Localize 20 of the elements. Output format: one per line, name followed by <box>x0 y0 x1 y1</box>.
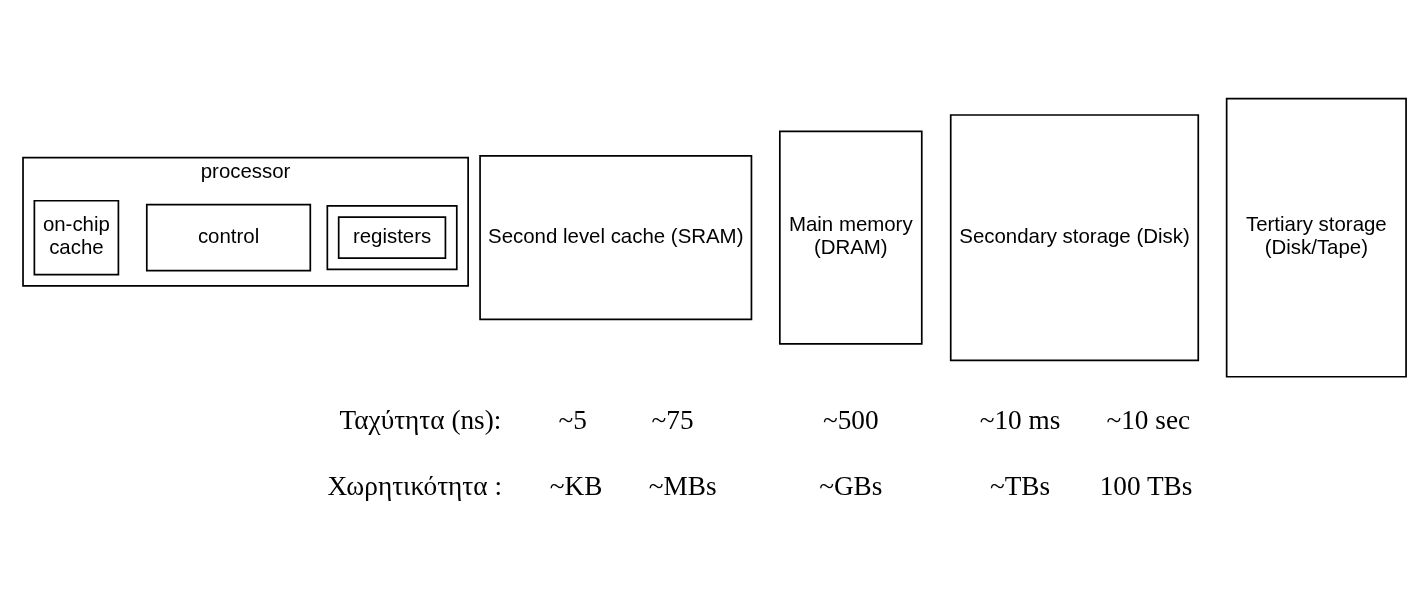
node-box: Secondary storage (Disk) <box>949 113 1200 361</box>
label: ~MBs <box>648 470 717 501</box>
cluster <box>326 204 458 270</box>
label: ~5 <box>558 404 587 435</box>
node-box: Second level cache (SRAM) <box>479 154 753 320</box>
label: ~GBs <box>819 470 883 501</box>
node-box: registers <box>337 215 447 259</box>
node-box: control <box>145 203 312 271</box>
label: Ταχύτητα (ns): <box>339 404 502 435</box>
label: ~10 ms <box>979 404 1061 435</box>
node-box: Tertiary storage (Disk/Tape) <box>1225 97 1407 378</box>
label: ~10 sec <box>1106 404 1191 435</box>
label: Χωρητικότητα : <box>327 470 502 501</box>
label: ~75 <box>651 404 694 435</box>
node-box: on-chip cache <box>33 199 120 275</box>
label: ~KB <box>549 470 603 501</box>
label: ~TBs <box>989 470 1051 501</box>
label: 100 TBs <box>1099 470 1193 501</box>
label: ~500 <box>822 404 879 435</box>
node-box: Main memory (DRAM) <box>779 130 923 345</box>
